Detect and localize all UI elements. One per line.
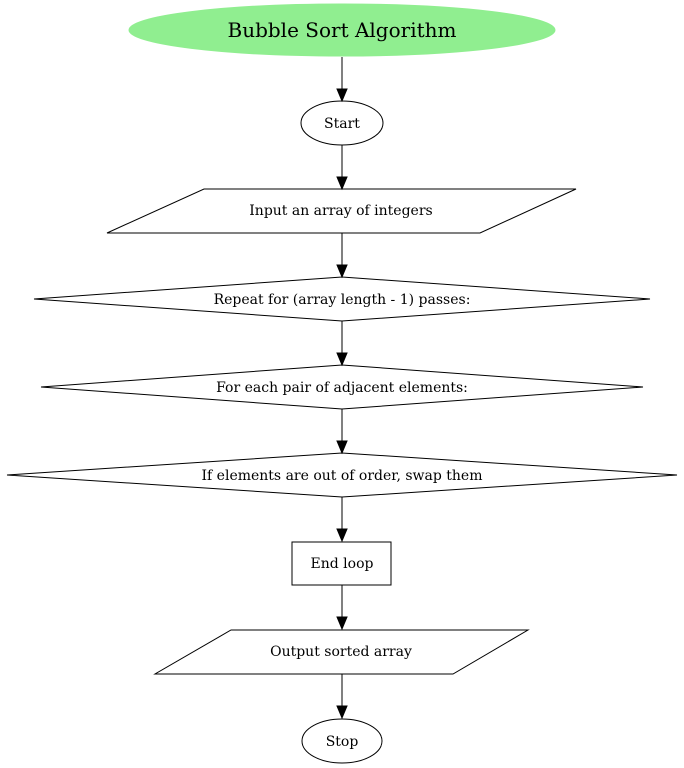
input-node: Input an array of integers: [106, 188, 577, 234]
output-node-shape: [153, 629, 530, 675]
arrowhead-icon: [336, 264, 348, 279]
inner-loop-node: For each pair of adjacent elements:: [40, 364, 644, 410]
arrowhead-icon: [336, 616, 348, 631]
end-loop-node-label: End loop: [311, 556, 374, 572]
edge-inner-loop-swap: [336, 409, 348, 455]
outer-loop-node-label: Repeat for (array length - 1) passes:: [214, 292, 471, 308]
edge-output-stop: [336, 674, 348, 720]
swap-node-label: If elements are out of order, swap them: [202, 468, 483, 484]
edge-input-outer-loop: [336, 233, 348, 279]
arrowhead-icon: [336, 88, 348, 103]
swap-node: If elements are out of order, swap them: [6, 452, 678, 498]
start-node: Start: [300, 100, 384, 146]
edge-outer-loop-inner-loop: [336, 321, 348, 367]
arrowhead-icon: [336, 352, 348, 367]
stop-node: Stop: [301, 718, 383, 764]
arrowhead-icon: [336, 528, 348, 543]
stop-node-label: Stop: [326, 734, 359, 750]
input-node-label: Input an array of integers: [249, 203, 432, 219]
outer-loop-node: Repeat for (array length - 1) passes:: [33, 276, 651, 322]
end-loop-node: End loop: [291, 541, 392, 586]
edge-start-input: [336, 145, 348, 191]
title-node: Bubble Sort Algorithm: [128, 3, 556, 57]
output-node-label: Output sorted array: [270, 644, 412, 660]
edge-end-loop-output: [336, 585, 348, 631]
end-loop-node-shape: [291, 541, 392, 586]
output-node: Output sorted array: [153, 629, 530, 675]
arrowhead-icon: [336, 176, 348, 191]
input-node-shape: [106, 188, 577, 234]
title-node-shape: [128, 3, 556, 57]
arrowhead-icon: [336, 440, 348, 455]
edge-title-start: [336, 57, 348, 103]
inner-loop-node-label: For each pair of adjacent elements:: [216, 380, 468, 396]
edge-swap-end-loop: [336, 497, 348, 543]
start-node-label: Start: [324, 116, 360, 132]
arrowhead-icon: [336, 705, 348, 720]
title-node-label: Bubble Sort Algorithm: [228, 18, 457, 42]
